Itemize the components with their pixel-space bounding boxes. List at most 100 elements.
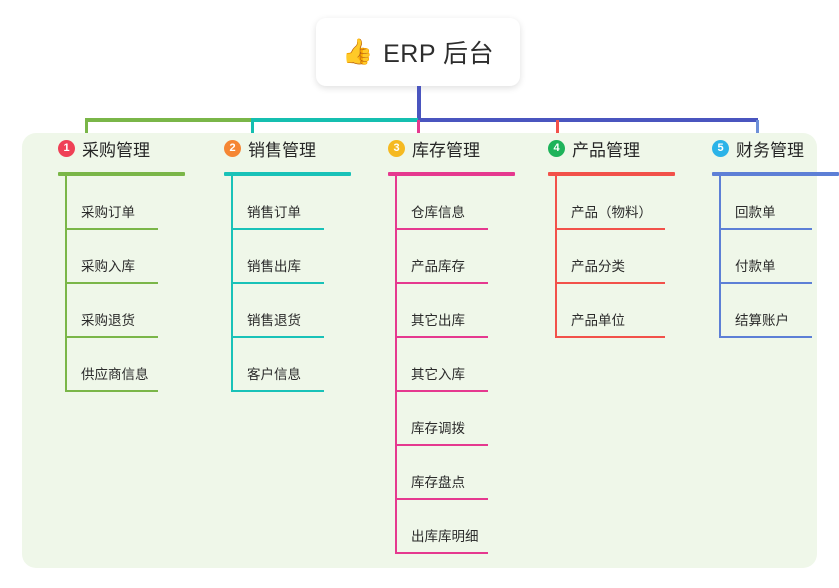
branch-item-underline	[231, 282, 324, 284]
branch-item[interactable]: 销售退货	[231, 284, 366, 338]
branch-item-underline	[395, 552, 488, 554]
branch-item[interactable]: 库存盘点	[395, 446, 530, 500]
branch-item[interactable]: 其它出库	[395, 284, 530, 338]
branch-header-underline	[388, 172, 515, 176]
branch-item-label: 销售退货	[247, 313, 301, 328]
branch-column-inventory: 3 库存管理仓库信息产品库存其它出库其它入库库存调拨库存盘点出库库明细	[370, 133, 530, 554]
bus-segment-0	[85, 118, 251, 122]
branch-item-underline	[555, 336, 665, 338]
branch-item[interactable]: 供应商信息	[65, 338, 200, 392]
branch-item-label: 供应商信息	[81, 367, 149, 382]
branch-item-underline	[65, 390, 158, 392]
branch-item[interactable]: 付款单	[719, 230, 839, 284]
branch-number-badge: 1	[58, 139, 75, 157]
branch-item-label: 产品（物料）	[571, 205, 652, 220]
branch-item-label: 产品分类	[571, 259, 625, 274]
branch-item-label: 仓库信息	[411, 205, 465, 220]
branch-item[interactable]: 回款单	[719, 176, 839, 230]
branch-title: 销售管理	[248, 140, 316, 160]
branch-header-product[interactable]: 4 产品管理	[530, 133, 690, 163]
bus-segment-2	[418, 118, 758, 122]
branch-item[interactable]: 其它入库	[395, 338, 530, 392]
branch-item[interactable]: 客户信息	[231, 338, 366, 392]
branch-column-product: 4 产品管理产品（物料） 产品分类产品单位	[530, 133, 690, 338]
branch-drop-4	[556, 120, 559, 142]
branch-item[interactable]: 仓库信息	[395, 176, 530, 230]
root-title: ERP 后台	[383, 40, 495, 68]
branch-drop-1	[85, 120, 88, 142]
branch-drop-5	[756, 120, 759, 142]
branch-header-underline	[548, 172, 675, 176]
branch-item[interactable]: 销售订单	[231, 176, 366, 230]
branch-item-label: 采购入库	[81, 259, 135, 274]
branch-item-list: 销售订单销售出库销售退货客户信息	[231, 176, 366, 392]
branch-item-label: 付款单	[735, 259, 776, 274]
branch-number-badge: 3	[388, 139, 405, 157]
branch-item-label: 销售订单	[247, 205, 301, 220]
branch-item-underline	[395, 390, 488, 392]
branch-item-label: 销售出库	[247, 259, 301, 274]
branch-item-underline	[719, 336, 812, 338]
branch-item[interactable]: 销售出库	[231, 230, 366, 284]
branch-number-badge: 4	[548, 139, 565, 157]
branch-spine-line	[719, 174, 721, 338]
branch-item-list: 产品（物料） 产品分类产品单位	[555, 176, 690, 338]
branch-item[interactable]: 产品库存	[395, 230, 530, 284]
branch-item-underline	[395, 444, 488, 446]
branch-header-underline	[712, 172, 839, 176]
branch-item[interactable]: 结算账户	[719, 284, 839, 338]
branch-item-label: 采购退货	[81, 313, 135, 328]
branch-drop-3	[417, 120, 420, 142]
branch-spine-line	[555, 174, 557, 338]
branch-item-label: 其它出库	[411, 313, 465, 328]
root-stem-line	[417, 86, 421, 122]
branch-item[interactable]: 库存调拨	[395, 392, 530, 446]
branch-item-label: 客户信息	[247, 367, 301, 382]
branch-item-list: 回款单付款单结算账户	[719, 176, 839, 338]
branch-item[interactable]: 产品分类	[555, 230, 690, 284]
branch-item-underline	[719, 282, 812, 284]
branch-item[interactable]: 采购退货	[65, 284, 200, 338]
branch-item-underline	[231, 336, 324, 338]
branch-item-underline	[555, 282, 665, 284]
branch-title: 产品管理	[572, 140, 640, 160]
branch-item[interactable]: 产品单位	[555, 284, 690, 338]
branch-header-underline	[58, 172, 185, 176]
branch-header-inventory[interactable]: 3 库存管理	[370, 133, 530, 163]
branch-item[interactable]: 采购订单	[65, 176, 200, 230]
branch-item-label: 采购订单	[81, 205, 135, 220]
branch-header-purchasing[interactable]: 1 采购管理	[40, 133, 200, 163]
root-node[interactable]: 👍 ERP 后台	[316, 18, 520, 86]
thumbs-up-icon: 👍	[341, 37, 374, 66]
branch-item[interactable]: 出库库明细	[395, 500, 530, 554]
branch-title: 财务管理	[736, 140, 804, 160]
branch-item-underline	[555, 228, 665, 230]
branch-title: 库存管理	[412, 140, 480, 160]
branch-title: 采购管理	[82, 140, 150, 160]
branch-item-label: 其它入库	[411, 367, 465, 382]
branch-spine-line	[395, 174, 397, 554]
branch-item-underline	[231, 228, 324, 230]
branch-item-label: 产品单位	[571, 313, 625, 328]
branch-item-underline	[395, 282, 488, 284]
branch-item[interactable]: 采购入库	[65, 230, 200, 284]
branch-item-underline	[65, 282, 158, 284]
bus-segment-1	[251, 118, 418, 122]
branch-item-underline	[231, 390, 324, 392]
branch-item-label: 库存调拨	[411, 421, 465, 436]
branch-item[interactable]: 产品（物料）	[555, 176, 690, 230]
branch-item-underline	[65, 228, 158, 230]
branch-item-underline	[719, 228, 812, 230]
branch-header-underline	[224, 172, 351, 176]
branch-item-underline	[395, 228, 488, 230]
branch-item-underline	[65, 336, 158, 338]
branch-item-underline	[395, 498, 488, 500]
branch-item-label: 产品库存	[411, 259, 465, 274]
branch-item-label: 库存盘点	[411, 475, 465, 490]
branch-item-label: 结算账户	[735, 313, 789, 328]
